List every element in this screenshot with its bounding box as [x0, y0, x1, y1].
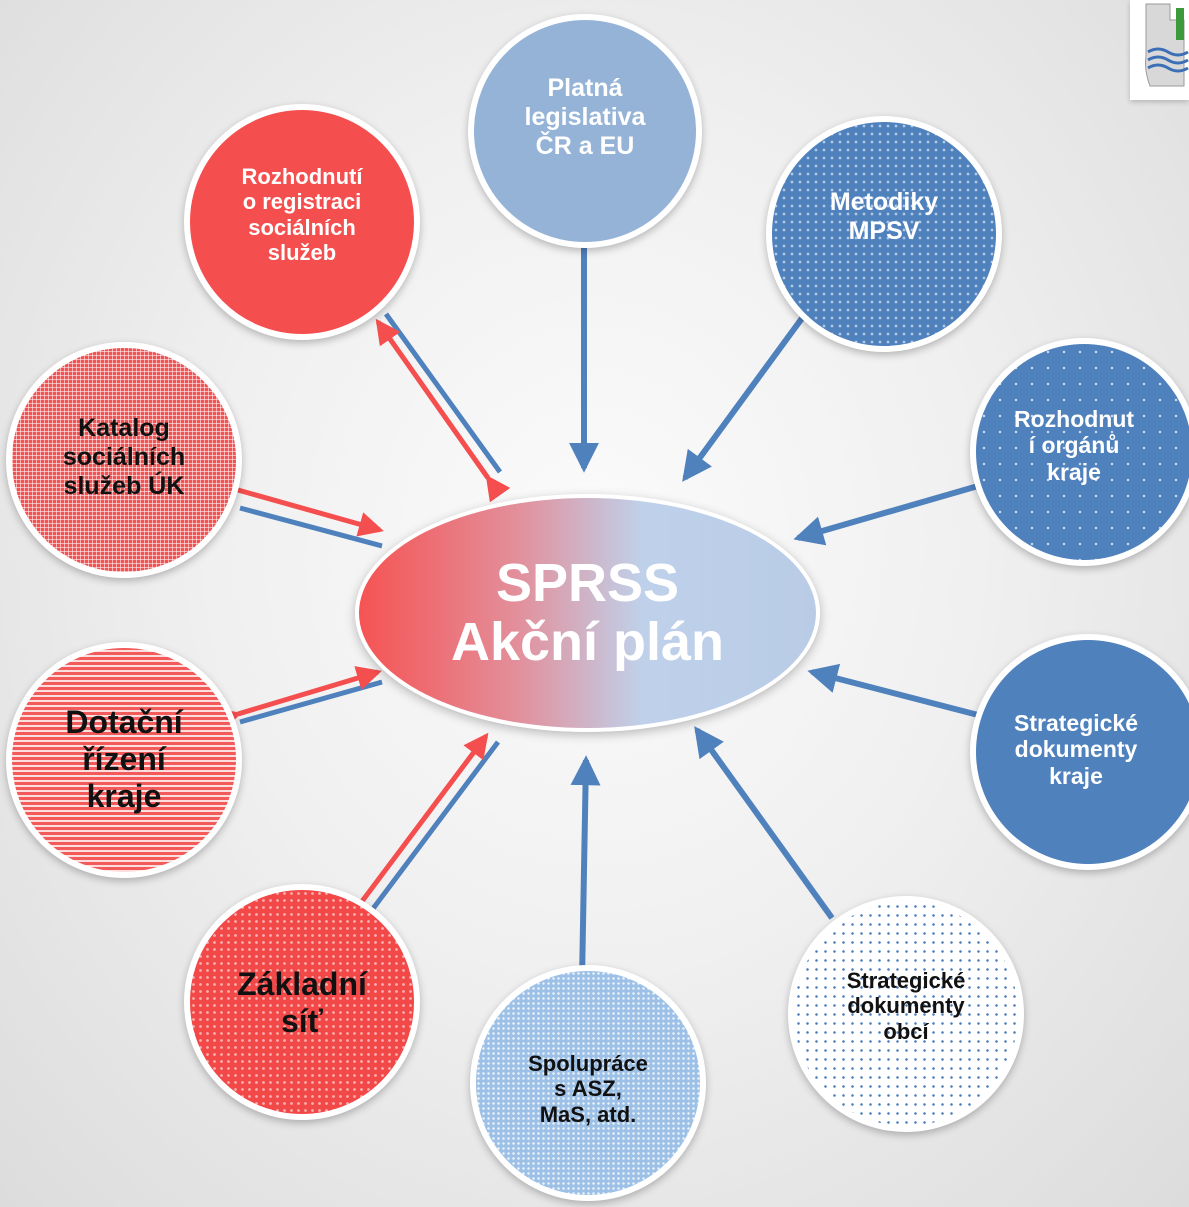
- node-strat-obci: Strategické dokumenty obcí: [788, 896, 1024, 1132]
- center-node: SPRSS Akční plán: [355, 494, 820, 732]
- arrow-metodiky: [682, 308, 811, 482]
- node-katalog: Katalog sociálních služeb ÚK: [6, 342, 242, 578]
- node-zakladni-sit: Základní síť: [184, 884, 420, 1120]
- arrow-zakladni-sit: [337, 732, 500, 929]
- center-subtitle: Akční plán: [450, 612, 725, 672]
- logo-emblem-icon: [1145, 3, 1189, 87]
- arrow-spoluprace: [570, 755, 601, 981]
- arrow-registrace: [375, 312, 511, 503]
- node-strat-kraje: Strategické dokumenty kraje: [970, 634, 1189, 870]
- node-metodiky: Metodiky MPSV: [766, 116, 1002, 352]
- arrow-katalog: [214, 472, 384, 549]
- region-logo: [1130, 0, 1189, 100]
- arrow-rozhodnuti-kraje: [793, 483, 979, 546]
- arrow-dotacni: [214, 666, 383, 733]
- center-title: SPRSS: [495, 552, 680, 613]
- node-legislativa: Platná legislativa ČR a EU: [468, 14, 702, 248]
- node-spoluprace: Spolupráce s ASZ, MaS, atd.: [470, 965, 706, 1201]
- node-registrace: Rozhodnutí o registraci sociálních služe…: [184, 104, 420, 340]
- node-dotacni-rizeni: Dotační řízení kraje: [6, 642, 242, 878]
- node-rozhodnuti-kraje: Rozhodnut í orgánů kraje: [970, 338, 1189, 566]
- arrow-strat-obci: [694, 726, 835, 920]
- arrow-strat-kraje: [807, 663, 983, 719]
